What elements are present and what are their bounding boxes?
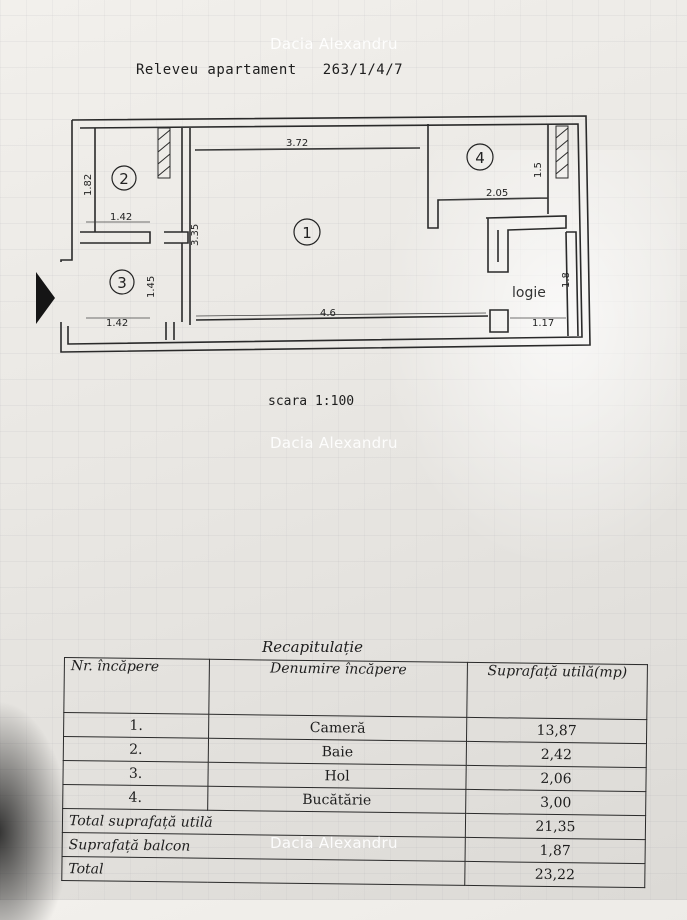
balcony-value: 1,87 [465,837,646,864]
recap-header-row: Nr. încăpere Denumire încăpere Suprafață… [63,657,648,720]
plan-title: Releveu apartament 263/1/4/7 [136,62,403,78]
dim-room1-bottom: 4.6 [320,308,336,319]
scale-value: 1:100 [314,394,355,409]
plan-number: 263/1/4/7 [322,62,404,78]
scale-word: scara [268,394,308,409]
row-name: Bucătărie [207,786,466,814]
scale-label: scara 1:100 [268,394,354,409]
recap-title: Recapitulație [262,638,364,656]
room-4-circle [466,143,494,171]
row-name: Cameră [208,714,467,742]
header-room-name: Denumire încăpere [208,659,468,718]
watermark-middle: Dacia Alexandru [270,434,398,452]
dim-hol-width: 1.42 [106,318,128,329]
grand-total-label: Total [61,856,466,886]
dim-logia-height: 1.8 [561,272,572,288]
row-nr: 3. [62,760,209,787]
recap-table: Nr. încăpere Denumire încăpere Suprafață… [61,657,648,888]
dim-hol-height: 1.45 [146,276,157,298]
dim-room1-height: 3.35 [190,224,201,246]
logia-label: logie [512,285,546,301]
room-2-number: 2 [119,170,129,188]
row-area: 2,42 [466,741,647,768]
row-area: 13,87 [466,717,647,744]
dim-room2-width: 1.42 [110,212,132,223]
header-room-number: Nr. încăpere [63,657,210,715]
dim-kitchen-height: 1.5 [533,162,544,178]
hatch-blocks [157,125,569,179]
row-nr: 4. [62,784,208,811]
plan-title-text: Releveu apartament [136,62,297,78]
room-4-number: 4 [475,149,485,167]
watermark-bottom: Dacia Alexandru [270,834,398,852]
floor-plan: 1 2 3 4 3.72 1.82 1.42 3.35 1.45 1.42 4.… [36,115,591,353]
room-1-number: 1 [302,224,312,242]
dim-logia-width: 1.17 [532,318,554,329]
row-area: 3,00 [465,789,646,816]
room-2-circle [111,165,137,191]
row-nr: 1. [63,712,209,739]
header-area: Suprafață utilă(mp) [466,662,648,720]
dim-room2-height: 1.82 [83,174,94,196]
plastic-sheen [380,150,680,570]
room-3-circle [109,269,135,295]
row-area: 2,06 [465,765,647,792]
room-3-number: 3 [117,274,127,292]
dim-kitchen-width: 2.05 [486,188,508,199]
watermark-top: Dacia Alexandru [270,35,398,53]
finger-shadow [0,700,70,920]
grand-total-value: 23,22 [464,861,646,888]
entrance-arrow [36,272,55,324]
room-1-circle [293,218,321,246]
dimension-lines [86,147,566,319]
total-useful-value: 21,35 [465,813,646,840]
dim-room1-top: 3.72 [286,138,308,149]
row-name: Baie [208,738,467,766]
row-nr: 2. [63,736,209,763]
row-name: Hol [207,762,467,790]
